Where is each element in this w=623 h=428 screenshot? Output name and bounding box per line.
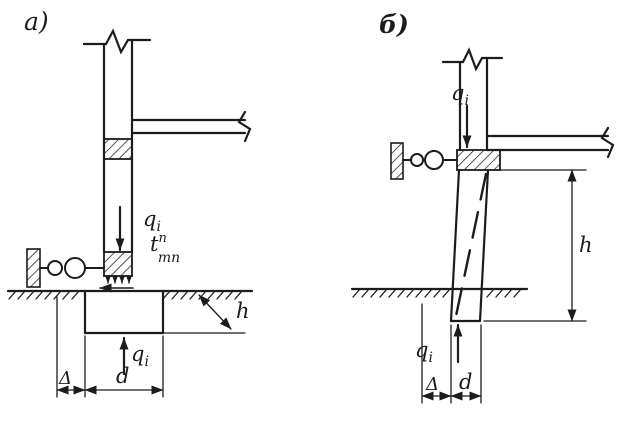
offset-label-a: Δ — [58, 368, 72, 389]
ground-a — [6, 289, 254, 300]
depth-dimension-a — [162, 294, 246, 334]
break-symbol — [441, 47, 504, 72]
contact-pressure-arrows-a — [105, 275, 132, 284]
column-base-pad-a — [103, 251, 133, 277]
roller-support-b — [390, 142, 458, 180]
depth-label-b: h — [579, 233, 593, 257]
depth-dimension-b — [483, 169, 587, 322]
ground-b — [350, 287, 529, 298]
seat-pad-b — [456, 149, 501, 171]
beam-b — [485, 126, 615, 159]
roller-icon — [64, 257, 86, 279]
break-symbol — [600, 126, 615, 159]
column-b-upper — [441, 47, 504, 152]
width-label-a: d — [116, 364, 129, 388]
width-dimension-a — [56, 296, 164, 398]
foundation-a — [83, 289, 165, 335]
roller-icon — [47, 260, 63, 276]
ground-hatching — [8, 290, 243, 300]
load-label-top-a: qi — [143, 207, 161, 235]
offset-label-b: Δ — [425, 374, 439, 395]
load-label-bottom-b: qi — [415, 338, 433, 366]
wall-anchor — [390, 142, 404, 180]
joint-pad-a — [103, 138, 133, 160]
break-symbol — [82, 28, 152, 55]
figure-a-label: а) — [24, 7, 49, 36]
load-label-bottom-a: qi — [131, 342, 149, 370]
figure-b: б) qi — [350, 10, 615, 404]
ground-hatching — [352, 288, 522, 298]
break-symbol — [237, 110, 252, 143]
width-dimension-b — [421, 303, 482, 404]
tilted-axis-dashed — [454, 172, 488, 318]
column-b-lower — [449, 168, 490, 323]
figure-b-label: б) — [379, 10, 409, 39]
wall-anchor — [26, 248, 41, 288]
load-label-top-b: qi — [451, 81, 469, 109]
beam-a — [130, 110, 252, 143]
roller-icon — [410, 153, 424, 167]
depth-label-a: h — [236, 299, 250, 323]
roller-icon — [424, 150, 444, 170]
width-label-b: d — [459, 370, 472, 394]
roller-support-a — [26, 248, 105, 288]
